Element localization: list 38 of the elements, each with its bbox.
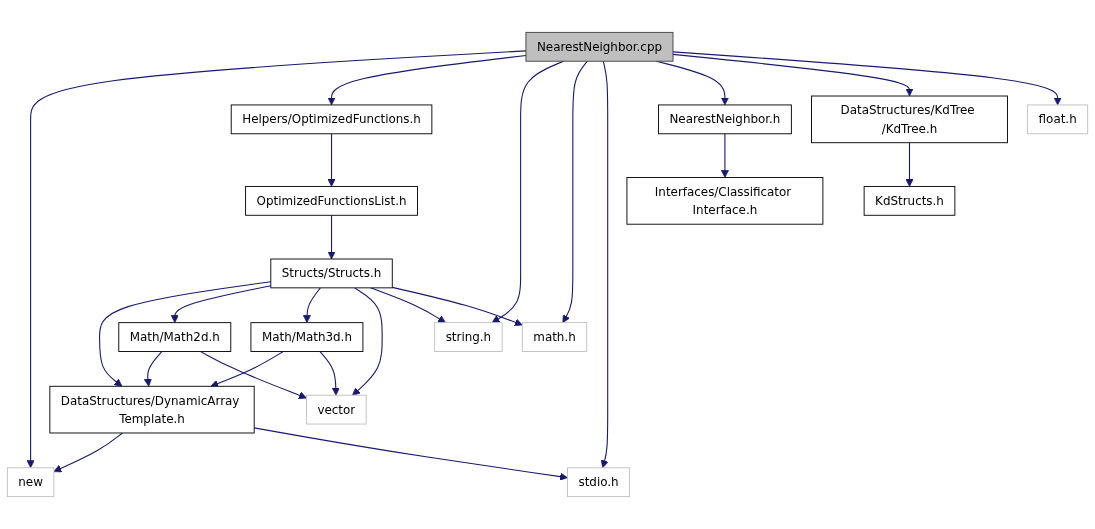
arrow <box>562 60 588 323</box>
node-box: Math/Math2d.h <box>118 322 232 352</box>
arrow <box>672 51 1062 106</box>
arrow <box>600 60 609 469</box>
node-box: vector <box>306 394 367 425</box>
arrow <box>253 427 568 481</box>
node-box: Helpers/OptimizedFunctions.h <box>230 104 433 135</box>
node-box: DataStructures/DynamicArray Template.h <box>49 385 255 434</box>
arrow <box>327 133 336 187</box>
arrow <box>200 350 307 400</box>
node-box: string.h <box>434 322 503 352</box>
node-box: Structs/Structs.h <box>270 258 393 289</box>
arrow <box>53 432 124 473</box>
arrow <box>99 281 272 387</box>
node-box: DataStructures/KdTree /KdTree.h <box>811 95 1008 144</box>
arrow <box>327 214 336 260</box>
node-box: float.h <box>1027 104 1089 135</box>
node-box: OptimizedFunctionsList.h <box>245 186 418 216</box>
arrow <box>319 350 340 396</box>
node-box: Interfaces/Classificator Interface.h <box>626 177 824 225</box>
arrow <box>26 50 527 469</box>
arrow <box>391 286 523 327</box>
arrow <box>905 142 914 187</box>
node-box: math.h <box>521 322 588 352</box>
arrow <box>210 350 284 388</box>
node-box: KdStructs.h <box>863 186 956 216</box>
arrow <box>352 287 383 396</box>
arrow <box>143 350 163 387</box>
arrow <box>302 287 321 323</box>
node-box: NearestNeighbor.h <box>658 104 792 135</box>
node-box: Math/Math3d.h <box>250 322 364 352</box>
node-box: stdio.h <box>567 467 631 498</box>
arrow <box>720 133 729 178</box>
arrow <box>672 53 914 97</box>
node-box: new <box>6 467 55 498</box>
arrow <box>170 285 272 323</box>
arrow <box>327 55 527 106</box>
node-box: NearestNeighbor.cpp <box>525 31 674 62</box>
